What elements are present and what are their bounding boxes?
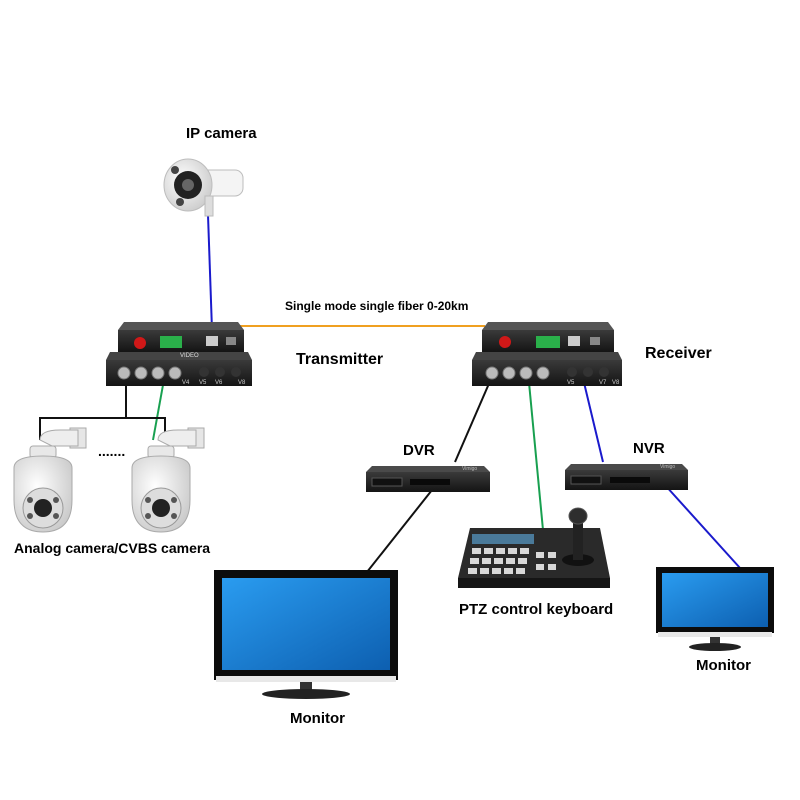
transmitter-fiber-port-icon bbox=[134, 337, 146, 349]
camera-ellipsis: ....... bbox=[98, 443, 126, 459]
monitor-icon bbox=[214, 570, 398, 699]
receiver-port-v8: V8 bbox=[612, 380, 620, 386]
monitor-right-label: Monitor bbox=[696, 657, 751, 674]
receiver-port-v7: V7 bbox=[599, 380, 607, 386]
transmitter-device: VIDEO V4 V5 V6 V8 bbox=[106, 322, 252, 386]
nvr-brand-label: Vimigo bbox=[660, 464, 675, 470]
fiber-link-label: Single mode single fiber 0-20km bbox=[285, 299, 469, 313]
dome-camera-icon bbox=[131, 427, 205, 533]
nvr-monitor-line bbox=[664, 484, 741, 569]
monitor-icon bbox=[656, 567, 774, 651]
analog-camera-label: Analog camera/CVBS camera bbox=[14, 540, 211, 556]
receiver-port-v5: V5 bbox=[567, 380, 575, 386]
dvr-icon: Vimigo bbox=[366, 466, 490, 492]
ip-camera-icon bbox=[163, 158, 244, 217]
receiver-label: Receiver bbox=[645, 345, 712, 362]
transmitter-port-v4: V4 bbox=[182, 380, 190, 386]
ptz-keyboard-icon bbox=[458, 507, 610, 588]
receiver-fiber-port-icon bbox=[499, 336, 511, 348]
ptz-keyboard-label: PTZ control keyboard bbox=[459, 601, 614, 618]
dvr-brand-label: Vimigo bbox=[462, 466, 477, 472]
ip-camera-ethernet-line bbox=[207, 214, 213, 331]
receiver-dvr-line bbox=[454, 371, 495, 463]
transmitter-label: Transmitter bbox=[296, 351, 384, 368]
nvr-icon: Vimigo bbox=[565, 464, 688, 490]
monitor-left-label: Monitor bbox=[290, 710, 345, 727]
transmitter-port-v6: V6 bbox=[215, 380, 223, 386]
dvr-label: DVR bbox=[403, 442, 435, 459]
ip-camera-label: IP camera bbox=[186, 125, 257, 142]
transmitter-camera-video-line bbox=[39, 385, 127, 440]
dome-camera-icon bbox=[13, 427, 87, 533]
receiver-device: V5 V7 V8 bbox=[472, 322, 622, 386]
nvr-label: NVR bbox=[633, 440, 665, 457]
transmitter-camera-data-line bbox=[152, 384, 164, 441]
transmitter-port-v5: V5 bbox=[199, 380, 207, 386]
transmitter-video-label: VIDEO bbox=[180, 353, 199, 359]
dvr-monitor-line bbox=[366, 489, 433, 573]
receiver-keyboard-line bbox=[527, 371, 544, 531]
transmitter-port-v8: V8 bbox=[238, 380, 246, 386]
